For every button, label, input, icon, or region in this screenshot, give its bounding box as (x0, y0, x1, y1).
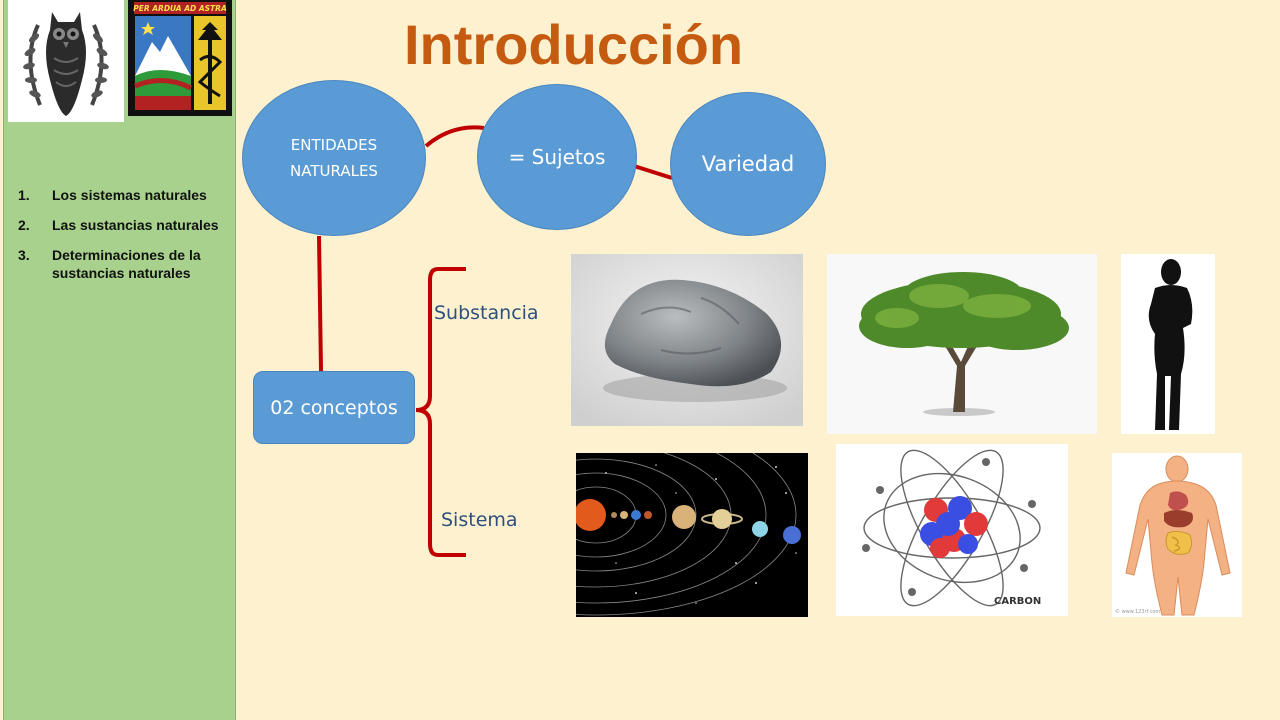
entidades-line2: NATURALES (290, 162, 378, 180)
conceptos-label: 02 conceptos (270, 396, 398, 419)
connector-sujetos-variedad (633, 164, 673, 180)
owl-logo-icon (8, 0, 124, 122)
sidebar-item-number: 1. (18, 187, 30, 203)
rock-image (571, 254, 803, 426)
substancia-label: Substancia (434, 302, 539, 324)
entidades-line1: ENTIDADES (290, 136, 378, 154)
sidebar-topic-list: 1. Los sistemas naturales 2. Las sustanc… (18, 186, 228, 294)
sidebar-item-label: Los sistemas naturales (52, 187, 207, 203)
connector-entidades-conceptos (317, 235, 323, 372)
entidades-naturales-circle: ENTIDADES NATURALES (242, 80, 426, 236)
sidebar-item-sustancias: 2. Las sustancias naturales (18, 216, 228, 234)
sidebar-item-label: Determinaciones de la sustancias natural… (52, 247, 201, 281)
slide-title: Introducción (404, 13, 744, 76)
conceptos-box: 02 conceptos (253, 371, 415, 444)
atom-caption: CARBON (994, 596, 1041, 607)
sistema-label: Sistema (441, 509, 518, 531)
solar-system-image (576, 453, 808, 617)
sujetos-label: = Sujetos (508, 145, 606, 169)
atom-image: CARBON (836, 444, 1068, 616)
anatomy-image: © www.123rf.com (1112, 453, 1242, 617)
sidebar: PER ARDUA AD ASTRA 1. Los sistemas natur… (3, 0, 236, 720)
variedad-circle: Variedad (670, 92, 826, 236)
sidebar-item-determinaciones: 3. Determinaciones de la sustancias natu… (18, 246, 228, 282)
sidebar-item-number: 2. (18, 217, 30, 233)
sujetos-circle: = Sujetos (477, 84, 637, 230)
crest-motto: PER ARDUA AD ASTRA (133, 4, 227, 13)
variedad-label: Variedad (701, 152, 795, 176)
sidebar-item-sistemas: 1. Los sistemas naturales (18, 186, 228, 204)
person-silhouette-image (1121, 254, 1215, 434)
sidebar-item-label: Las sustancias naturales (52, 217, 219, 233)
sidebar-item-number: 3. (18, 247, 30, 263)
tree-image (827, 254, 1097, 434)
anatomy-caption: © www.123rf.com (1115, 608, 1160, 615)
crest-logo-icon: PER ARDUA AD ASTRA (128, 0, 232, 116)
curly-brace (415, 267, 466, 557)
connector-entidades-sujetos (424, 125, 485, 148)
